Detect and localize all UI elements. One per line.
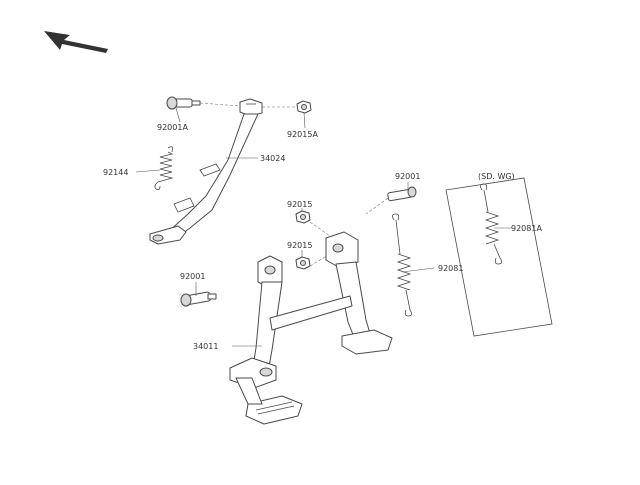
label-nut-92015-upper: 92015	[287, 200, 312, 209]
nut-92015-lower	[295, 256, 311, 270]
label-nut-92015-lower: 92015	[287, 241, 312, 250]
nut-92015a	[296, 100, 312, 114]
label-center-stand-34011: 34011	[193, 342, 218, 351]
variant-box	[445, 177, 553, 337]
pin-92001a	[166, 96, 201, 110]
pin-92001-right	[387, 186, 417, 202]
label-nut-92015a: 92015A	[287, 130, 318, 139]
spring-92144	[154, 146, 174, 190]
nut-92015-upper	[295, 210, 311, 224]
side-stand-34024	[149, 98, 263, 245]
label-spring-92081: 92081	[438, 264, 463, 273]
pin-92001-left	[180, 291, 217, 307]
label-variant-box-title: (SD. WG)	[478, 172, 515, 181]
direction-arrow-icon	[44, 31, 108, 53]
label-pin-92001-left: 92001	[180, 272, 205, 281]
spring-92081	[392, 213, 412, 317]
label-pin-92001a: 92001A	[157, 123, 188, 132]
label-spring-92144: 92144	[103, 168, 128, 177]
label-pin-92001-right: 92001	[395, 172, 420, 181]
label-side-stand-34024: 34024	[260, 154, 285, 163]
label-spring-92081a: 92081A	[511, 224, 542, 233]
center-stand-34011	[229, 231, 393, 425]
